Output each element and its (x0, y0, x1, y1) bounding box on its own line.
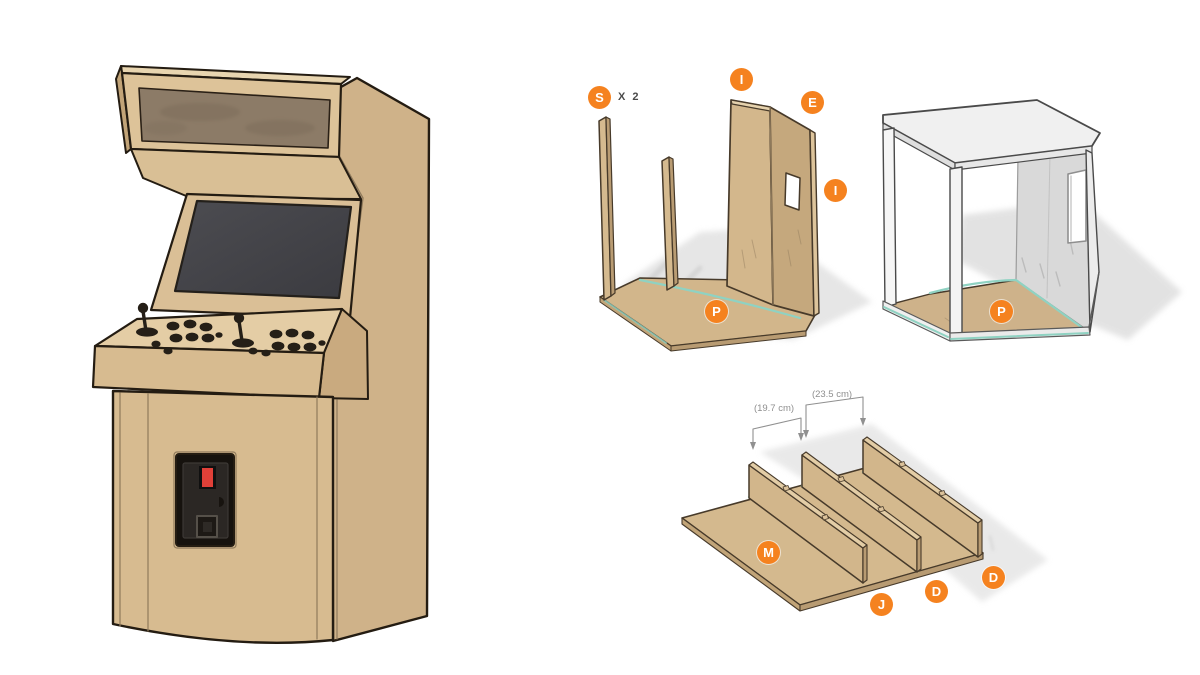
joystick-left (136, 302, 158, 337)
diagram2-floor-teal-edge (928, 278, 1086, 331)
part-badge-d1: D (925, 580, 948, 603)
diagram-base-dividers: (19.7 cm) (23.5 cm) (681, 389, 1048, 612)
cabinet-illustration (91, 65, 431, 644)
coin-door-lock (219, 497, 224, 507)
part-badge-i-top: I (730, 68, 753, 91)
diagram3-divider-d1 (801, 451, 922, 573)
part-badge-j: J (870, 593, 893, 616)
part-badge-m: M (757, 541, 780, 564)
diagram2-post-left (882, 127, 897, 308)
quantity-label: X 2 (618, 91, 641, 103)
diagram-box-assembled (882, 99, 1182, 342)
dimension-label-2: (23.5 cm) (812, 389, 852, 400)
screen (173, 199, 353, 300)
part-badge-s: S (588, 86, 611, 109)
marquee-left-edge (115, 65, 132, 154)
button-cluster-left (151, 319, 223, 355)
diagram-walls-exploded (598, 99, 872, 352)
part-badge-p-assembled: P (990, 300, 1013, 323)
cabinet-soffit (130, 148, 362, 200)
diagram1-window (784, 172, 801, 211)
diagram1-wall-right (769, 106, 815, 317)
diagram1-floor-teal-edge (638, 278, 802, 320)
joystick-right (232, 312, 254, 348)
part-badge-i-right: I (824, 179, 847, 202)
diagram1-wall-left (726, 99, 774, 306)
diagram1-plank-s1 (598, 116, 616, 301)
diagram1-plank-s2 (661, 156, 679, 291)
diagram2-window (1067, 169, 1087, 244)
diagram2-post-mid (949, 166, 963, 340)
part-badge-e: E (801, 91, 824, 114)
dimension-lines (752, 396, 864, 448)
dimension-arrowheads (750, 418, 866, 450)
part-badge-p-open: P (705, 300, 728, 323)
coin-door (173, 451, 237, 549)
diagram3-divider-d2 (862, 436, 983, 558)
diagram3-divider-j (748, 461, 868, 584)
dimension-label-1: (19.7 cm) (754, 403, 794, 414)
button-cluster-right (248, 328, 326, 357)
part-badge-d2: D (982, 566, 1005, 589)
